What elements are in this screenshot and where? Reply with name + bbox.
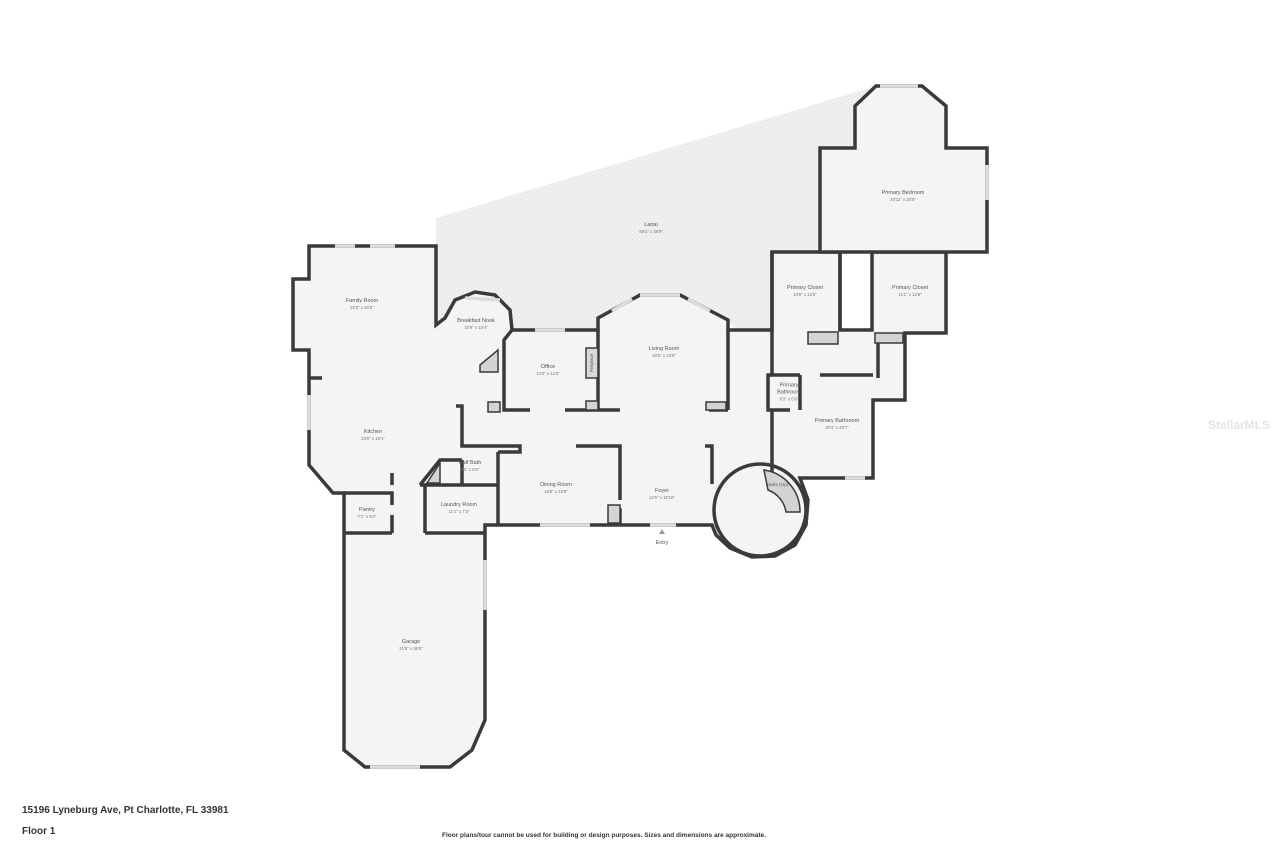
stairs-label: Stairs (Up) [765,483,789,489]
floor-label: Floor 1 [22,826,56,837]
watermark: StellarMLS [1208,418,1271,432]
primary-bedroom-outline [818,84,989,254]
fireplace-label: Fireplace [589,353,595,373]
windows [307,84,989,769]
disclaimer: Floor plans/tour cannot be used for buil… [442,832,766,839]
fixtures [425,331,904,524]
entry-arrow-icon [659,529,665,534]
lanai-area [436,86,876,330]
address: 15196 Lyneburg Ave, Pt Charlotte, FL 339… [22,805,229,816]
entry-label: Entry [655,540,669,546]
fireplace [585,347,599,379]
stair-wall [712,462,808,558]
